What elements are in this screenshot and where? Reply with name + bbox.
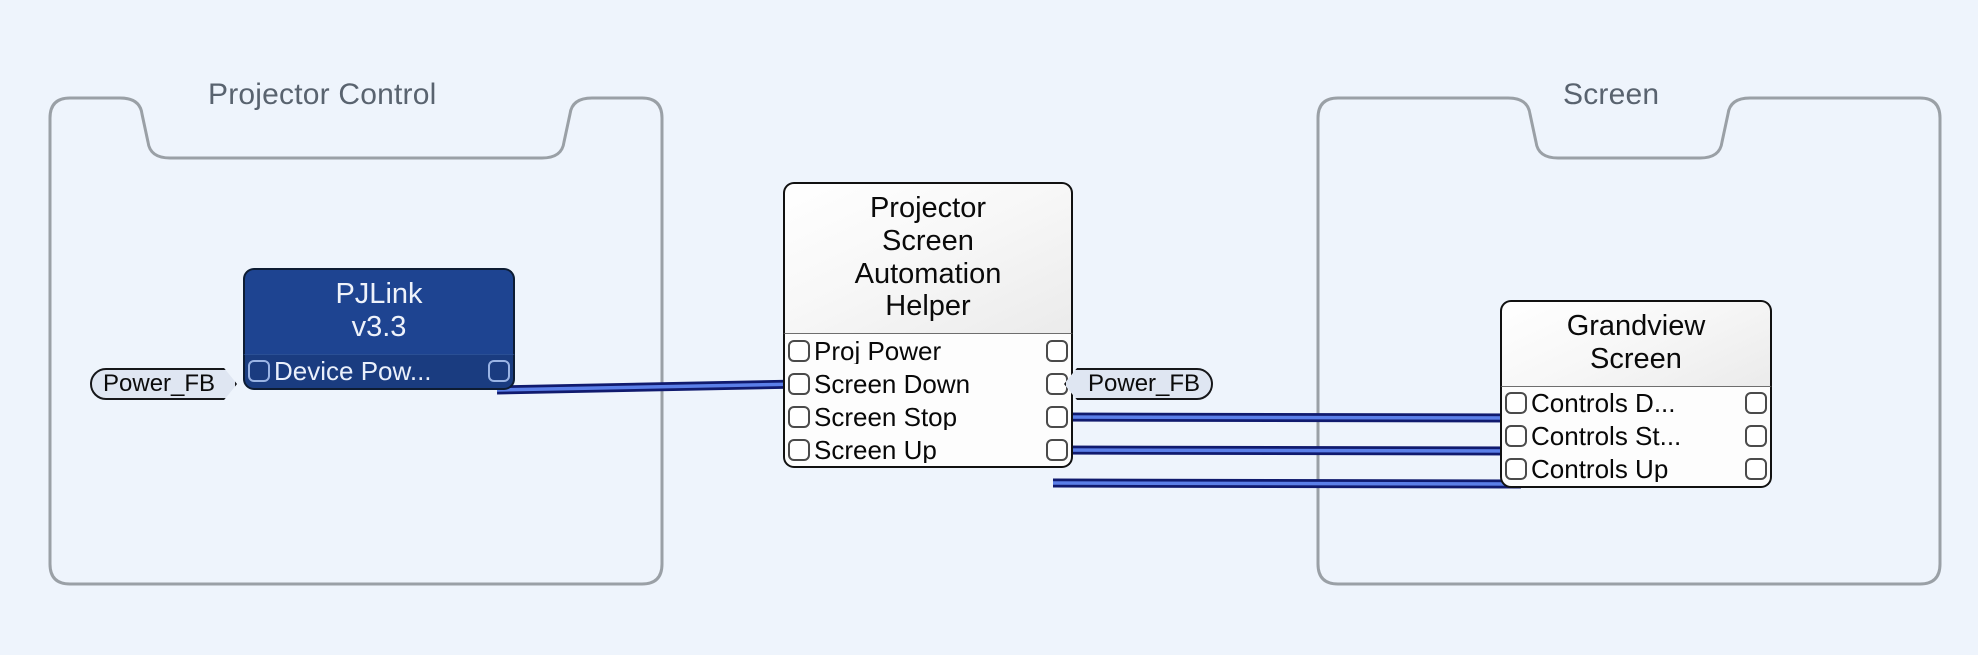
port-input-controls-stop[interactable]: [1505, 425, 1527, 448]
signal-chip-power-fb-right-label: Power_FB: [1088, 370, 1201, 397]
port-row-screen-up[interactable]: Screen Up: [785, 433, 1071, 466]
port-row-screen-stop[interactable]: Screen Stop: [785, 400, 1071, 433]
wire-helper-screendown-to-grandview-down[interactable]: [1052, 412, 1522, 423]
signal-chip-power-fb-right[interactable]: Power_FB: [1064, 368, 1214, 400]
node-grandview-header[interactable]: Grandview Screen: [1500, 300, 1772, 386]
node-grandview-screen[interactable]: Grandview Screen Controls D... Controls …: [1500, 300, 1772, 488]
node-pjlink[interactable]: PJLink v3.3 Device Pow...: [243, 268, 515, 390]
port-input-device-power[interactable]: [248, 360, 270, 383]
node-pjlink-ports: Device Pow...: [243, 353, 515, 390]
port-row-device-power[interactable]: Device Pow...: [245, 355, 513, 388]
port-output-controls-down[interactable]: [1745, 392, 1767, 415]
node-grandview-title-line-2: Screen: [1590, 342, 1682, 375]
node-helper-title-line-1: Projector: [869, 192, 987, 224]
port-input-screen-stop[interactable]: [788, 405, 810, 428]
node-helper-ports: Proj Power Screen Down Screen Stop Scree…: [783, 333, 1073, 469]
port-row-controls-stop[interactable]: Controls St...: [1502, 420, 1770, 453]
group-label-projector-control: Projector Control: [208, 78, 437, 111]
port-output-proj-power[interactable]: [1046, 339, 1068, 362]
node-pjlink-title-line-2: v3.3: [351, 310, 407, 343]
port-label-screen-down: Screen Down: [814, 370, 971, 397]
port-output-screen-stop[interactable]: [1046, 405, 1068, 428]
port-input-screen-up[interactable]: [788, 438, 810, 461]
port-label-controls-down: Controls D...: [1531, 390, 1676, 417]
port-label-screen-stop: Screen Stop: [814, 403, 958, 430]
port-output-screen-up[interactable]: [1046, 438, 1068, 461]
port-label-controls-up: Controls Up: [1531, 456, 1669, 483]
port-input-screen-down[interactable]: [788, 372, 810, 395]
wire-pjlink-to-helper[interactable]: [496, 379, 801, 395]
node-helper-title-line-3: Automation: [854, 257, 1002, 290]
node-helper-title-line-2: Screen: [882, 224, 974, 257]
port-input-controls-up[interactable]: [1505, 458, 1527, 481]
node-helper-header[interactable]: Projector Screen Automation Helper: [783, 182, 1073, 334]
group-label-screen: Screen: [1563, 78, 1660, 111]
port-input-proj-power[interactable]: [788, 339, 810, 362]
port-row-screen-down[interactable]: Screen Down: [785, 367, 1071, 400]
port-label-device-power: Device Pow...: [274, 358, 432, 385]
node-grandview-title-line-1: Grandview: [1566, 310, 1706, 342]
node-projector-screen-automation-helper[interactable]: Projector Screen Automation Helper Proj …: [783, 182, 1073, 469]
node-pjlink-header[interactable]: PJLink v3.3: [243, 268, 515, 354]
port-row-controls-up[interactable]: Controls Up: [1502, 453, 1770, 486]
port-label-screen-up: Screen Up: [814, 436, 937, 463]
port-input-controls-down[interactable]: [1505, 392, 1527, 415]
port-output-controls-up[interactable]: [1745, 458, 1767, 481]
node-grandview-ports: Controls D... Controls St... Controls Up: [1500, 385, 1772, 488]
port-output-controls-stop[interactable]: [1745, 425, 1767, 448]
node-helper-title-line-4: Helper: [885, 290, 971, 323]
node-pjlink-title-line-1: PJLink: [335, 278, 423, 310]
signal-chip-power-fb-left-label: Power_FB: [103, 370, 216, 397]
port-row-proj-power[interactable]: Proj Power: [785, 334, 1071, 367]
signal-chip-power-fb-left[interactable]: Power_FB: [90, 368, 237, 400]
port-row-controls-down[interactable]: Controls D...: [1502, 387, 1770, 420]
port-label-proj-power: Proj Power: [814, 337, 942, 364]
wire-helper-screenstop-to-grandview-stop[interactable]: [1052, 445, 1522, 456]
port-label-controls-stop: Controls St...: [1531, 423, 1682, 450]
wire-helper-screenup-to-grandview-up[interactable]: [1052, 478, 1522, 489]
port-output-device-power[interactable]: [488, 360, 510, 383]
